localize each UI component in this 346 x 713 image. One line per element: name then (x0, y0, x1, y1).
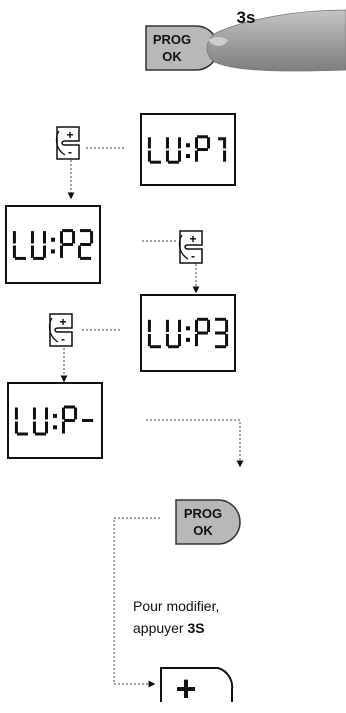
bottom-ok-label: OK (193, 523, 213, 538)
minus-sign: - (191, 249, 195, 263)
plus-sign: + (189, 232, 196, 246)
instruction-line1: Pour modifier, (133, 598, 219, 614)
plus-minus-button-1[interactable]: +- (55, 126, 80, 160)
lcd-digits-4 (14, 405, 94, 436)
minus-sign: - (68, 145, 72, 159)
bottom-prog-label: PROG (184, 506, 222, 521)
finger-icon (206, 9, 346, 72)
lcd-screen-1 (140, 113, 236, 186)
lcd-digits-3 (147, 317, 229, 349)
plus-minus-button-3[interactable]: +- (48, 313, 73, 347)
plus-key-label: + (175, 668, 196, 709)
top-prog-label: PROG (153, 32, 191, 47)
plus-sign: + (59, 315, 66, 329)
plus-sign: + (66, 128, 73, 142)
arrow-to-plus-key (113, 517, 160, 688)
lcd-digits-1 (147, 135, 227, 164)
lcd-screen-3 (140, 294, 236, 372)
bottom-prog-ok-button[interactable]: PROG OK (175, 499, 241, 545)
instruction-line2: appuyer 3S (133, 620, 205, 636)
lcd-digits-2 (12, 229, 94, 260)
minus-sign: - (61, 332, 65, 346)
top-ok-label: OK (162, 49, 182, 64)
lcd-screen-4 (7, 382, 103, 459)
plus-minus-button-2[interactable]: +- (178, 230, 203, 264)
instruction-hold-time: 3S (187, 620, 204, 636)
lcd-screen-2 (5, 205, 101, 284)
arrow-to-bottom-prog (146, 419, 244, 468)
hold-time-label: 3s (237, 8, 256, 27)
instruction-prefix: appuyer (133, 620, 187, 636)
plus-key[interactable]: + (160, 667, 234, 709)
